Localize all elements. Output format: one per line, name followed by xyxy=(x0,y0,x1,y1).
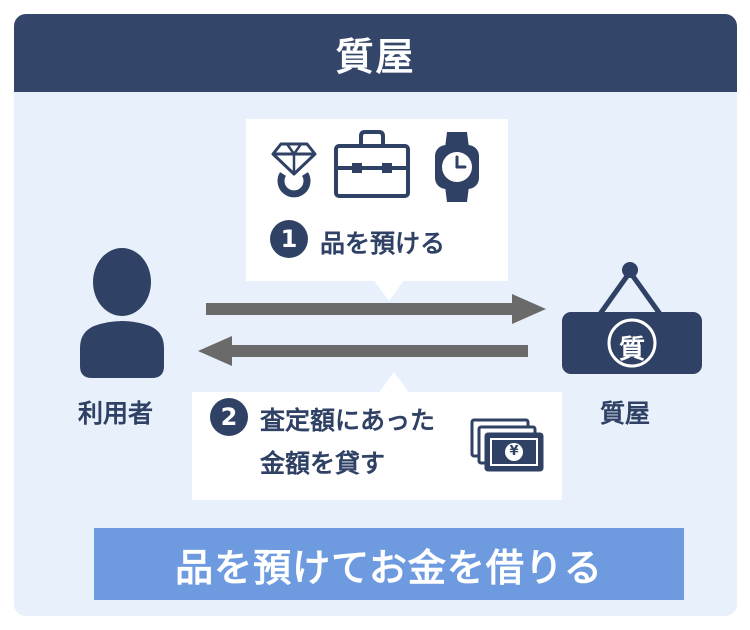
step2-bubble-pointer xyxy=(378,372,410,394)
pawnshop-sign-text: 質 xyxy=(618,335,645,365)
bag-icon xyxy=(334,130,410,198)
banknotes-icon xyxy=(470,418,544,472)
footer-summary: 品を預けてお金を借りる xyxy=(94,528,684,600)
diagram-title: 質屋 xyxy=(14,14,737,92)
pawnshop-diagram: 質屋 1 品を預ける 利 xyxy=(14,14,737,616)
banknote-yen-symbol: ¥ xyxy=(509,444,519,459)
step1-label: 品を預ける xyxy=(320,229,446,258)
ring-icon xyxy=(271,142,317,198)
step2-label-line1: 査定額にあった xyxy=(260,406,436,435)
arrow-left xyxy=(198,336,528,366)
watch-icon xyxy=(435,132,479,202)
left-actor-label: 利用者 xyxy=(78,399,154,428)
arrow-right xyxy=(206,294,546,324)
step2-label-line2: 金額を貸す xyxy=(260,449,386,478)
step1-bubble-pointer xyxy=(373,279,405,301)
step1-number: 1 xyxy=(270,220,308,258)
person-icon xyxy=(80,248,164,378)
right-actor-label: 質屋 xyxy=(600,399,651,428)
pawnshop-sign-icon xyxy=(562,262,702,374)
step2-number: 2 xyxy=(210,398,248,436)
